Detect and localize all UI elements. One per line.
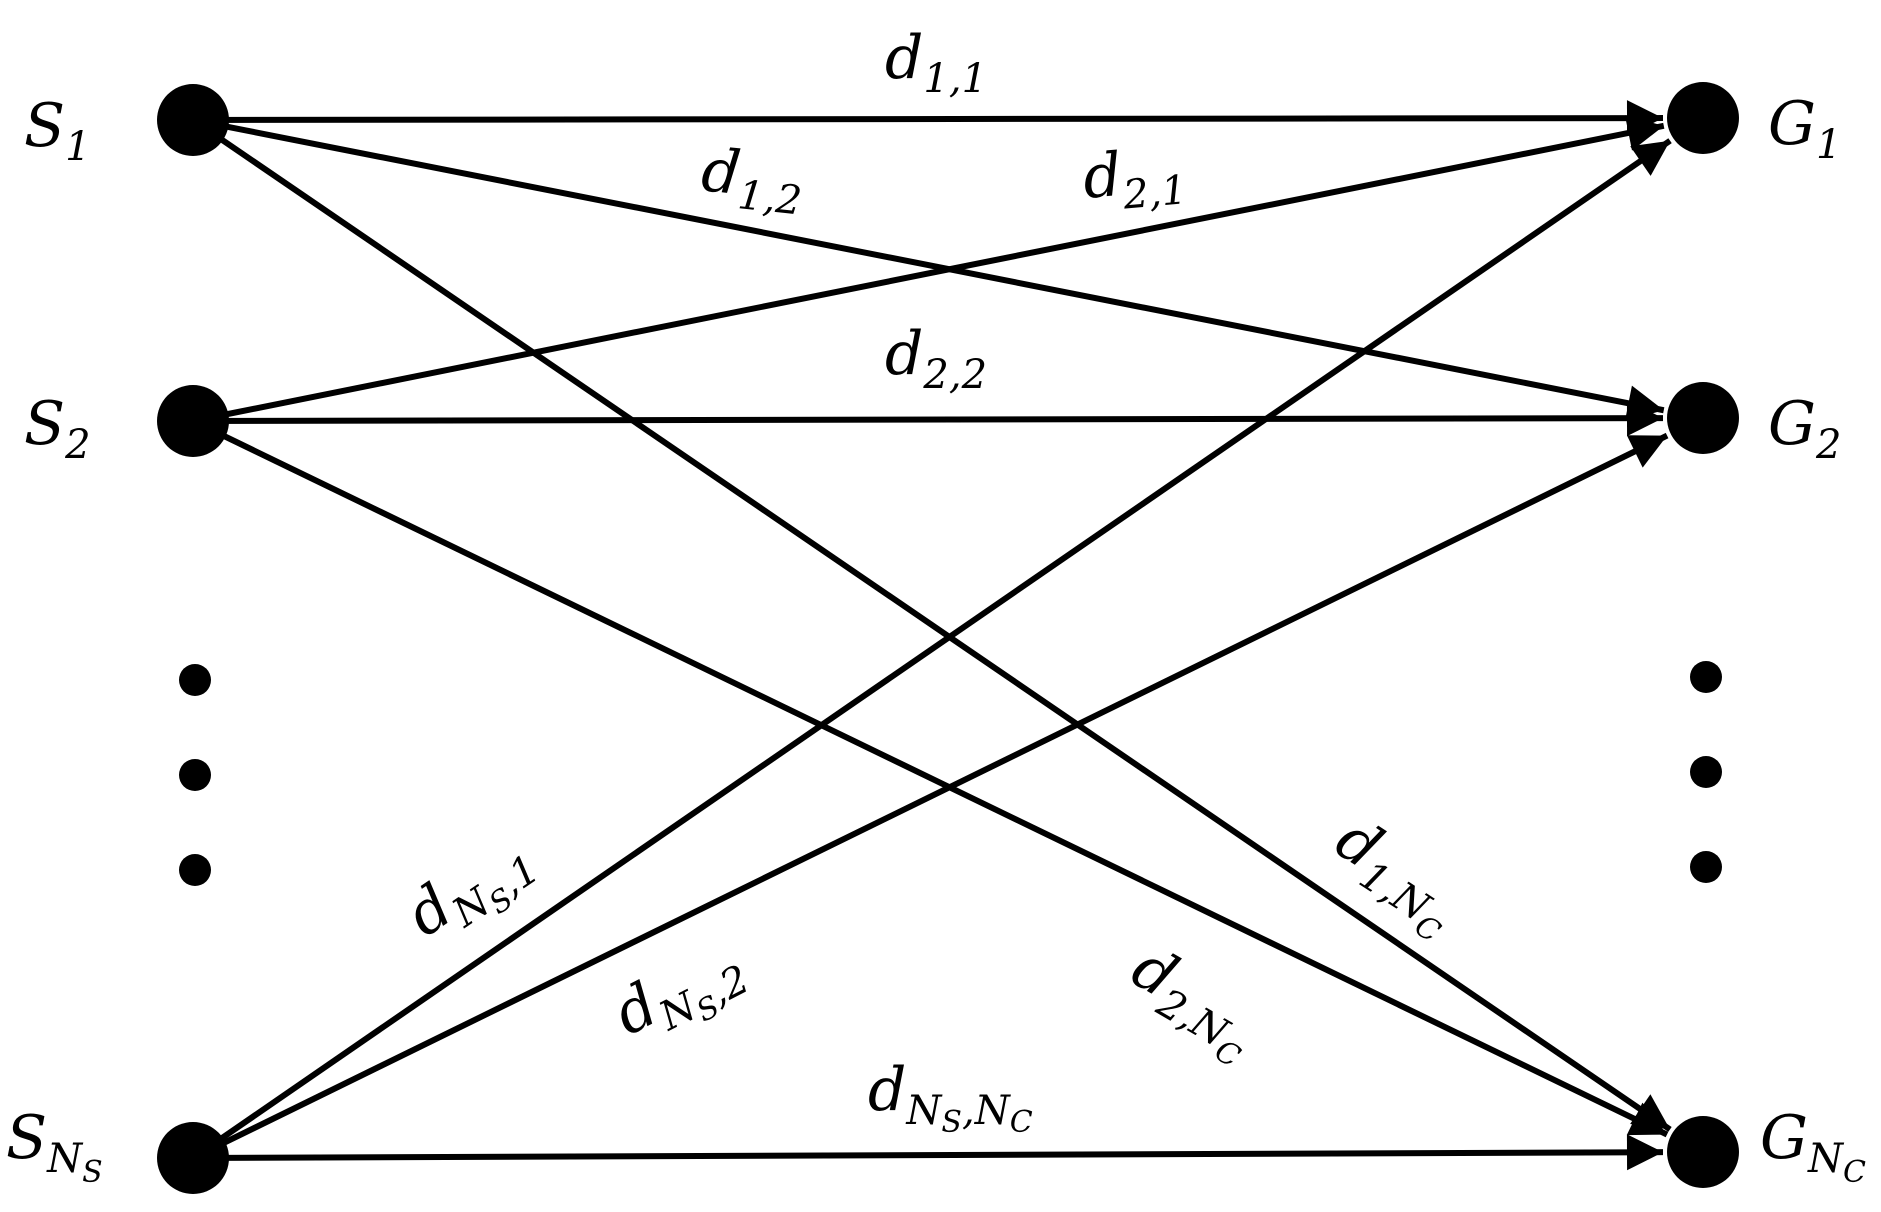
edge-label-d12: d1,2 <box>697 135 807 224</box>
sink-label-gnc: GNC <box>1760 1103 1866 1190</box>
sink-node-g2 <box>1667 382 1739 454</box>
edge-arrow-3-3 <box>192 1134 1664 1171</box>
edge-arrow-3-2 <box>191 432 1669 1161</box>
source-label-s1: S1 <box>24 91 91 170</box>
edge-label-d22: d2,2 <box>885 319 987 398</box>
edge-label-dns1: dNS,1 <box>394 819 551 963</box>
sink-node-gnc <box>1667 1116 1739 1188</box>
edge-arrow-2-3 <box>191 418 1669 1138</box>
edges <box>191 100 1672 1171</box>
sink-label-g1: G1 <box>1768 89 1841 168</box>
edge-arrow-3-1 <box>191 138 1672 1161</box>
sink-label-g2: G2 <box>1768 389 1841 468</box>
edge-label-d1nc: d1,NC <box>1315 804 1475 950</box>
source-node-s2 <box>157 385 229 457</box>
sink-ellipsis <box>1690 661 1722 883</box>
source-ellipsis <box>179 664 211 886</box>
sink-node-g1 <box>1667 82 1739 154</box>
edge-arrow-1-2 <box>192 117 1665 421</box>
edge-arrow-2-2 <box>192 400 1664 437</box>
edge-arrow-2-1 <box>192 115 1665 424</box>
source-label-sns: SNS <box>6 1103 103 1190</box>
edge-label-dnsnc: dNS,NC <box>868 1055 1033 1140</box>
source-label-s2: S2 <box>24 389 91 468</box>
edge-label-d2nc: d2,NC <box>1112 932 1272 1075</box>
edge-arrow-1-1 <box>192 100 1664 137</box>
edge-label-d11: d1,1 <box>885 23 987 102</box>
edge-arrow-1-3 <box>191 117 1672 1132</box>
source-node-s1 <box>157 84 229 156</box>
edge-label-d21: d2,1 <box>1080 134 1189 222</box>
source-node-sns <box>157 1122 229 1194</box>
